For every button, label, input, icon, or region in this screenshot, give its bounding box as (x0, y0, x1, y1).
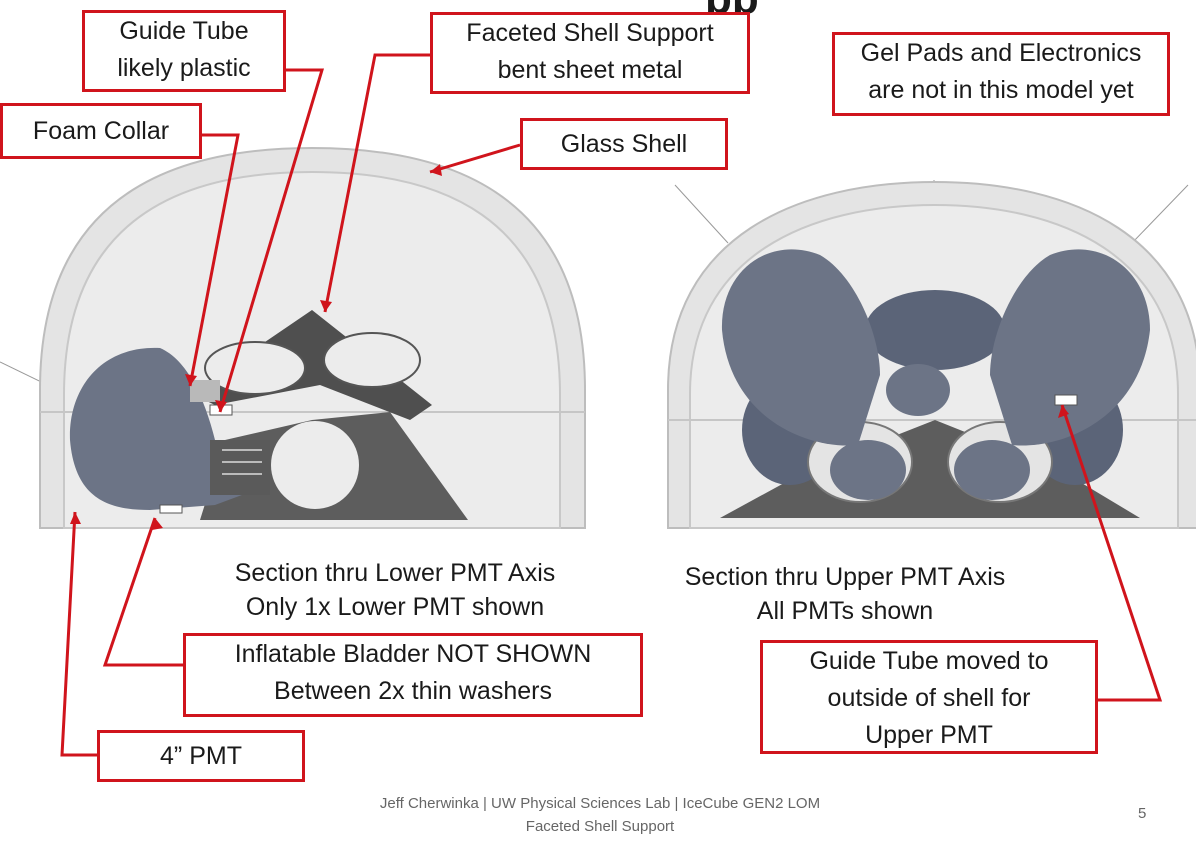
arrowheads (70, 164, 1069, 530)
callout-line: Foam Collar (32, 117, 170, 145)
callout-glass-shell: Glass Shell (520, 118, 728, 170)
footer-line: Jeff Cherwinka | UW Physical Sciences La… (379, 795, 821, 812)
slide-footer: Jeff Cherwinka | UW Physical Sciences La… (300, 792, 900, 838)
callout-line: Inflatable Bladder NOT SHOWN (234, 640, 592, 668)
callout-line: Faceted Shell Support (466, 19, 714, 47)
callout-4in-pmt: 4” PMT (97, 730, 305, 782)
caption-upper-section: Section thru Upper PMT Axis All PMTs sho… (650, 560, 1040, 628)
callout-line: Upper PMT (865, 721, 993, 749)
callout-bladder: Inflatable Bladder NOT SHOWN Between 2x … (183, 633, 643, 717)
caption-line: Section thru Upper PMT Axis (684, 563, 1006, 591)
callout-guide-tube-moved: Guide Tube moved to outside of shell for… (760, 640, 1098, 754)
caption-line: All PMTs shown (756, 597, 934, 625)
callout-line: are not in this model yet (868, 76, 1134, 104)
callout-line: Gel Pads and Electronics (860, 39, 1142, 67)
callout-line: likely plastic (117, 54, 251, 82)
caption-line: Only 1x Lower PMT shown (245, 593, 545, 621)
callout-line: outside of shell for (827, 684, 1031, 712)
callout-line: Guide Tube moved to (809, 647, 1049, 675)
page-number: 5 (1138, 805, 1147, 822)
callout-line: 4” PMT (160, 742, 242, 770)
left-pmt (69, 347, 270, 514)
callout-gel-pads: Gel Pads and Electronics are not in this… (832, 32, 1170, 116)
footer-line: Faceted Shell Support (525, 818, 675, 835)
caption-lower-section: Section thru Lower PMT Axis Only 1x Lowe… (200, 556, 590, 624)
callout-line: Between 2x thin washers (274, 677, 552, 705)
callout-guide-tube: Guide Tube likely plastic (82, 10, 286, 92)
caption-line: Section thru Lower PMT Axis (234, 559, 556, 587)
callout-line: bent sheet metal (497, 56, 683, 84)
callout-line: Guide Tube (119, 17, 249, 45)
callout-line: Glass Shell (560, 130, 688, 158)
callout-faceted-support: Faceted Shell Support bent sheet metal (430, 12, 750, 94)
leader-lines (60, 53, 1163, 757)
right-support-and-pmts (720, 249, 1150, 518)
callout-foam-collar: Foam Collar (0, 103, 202, 159)
